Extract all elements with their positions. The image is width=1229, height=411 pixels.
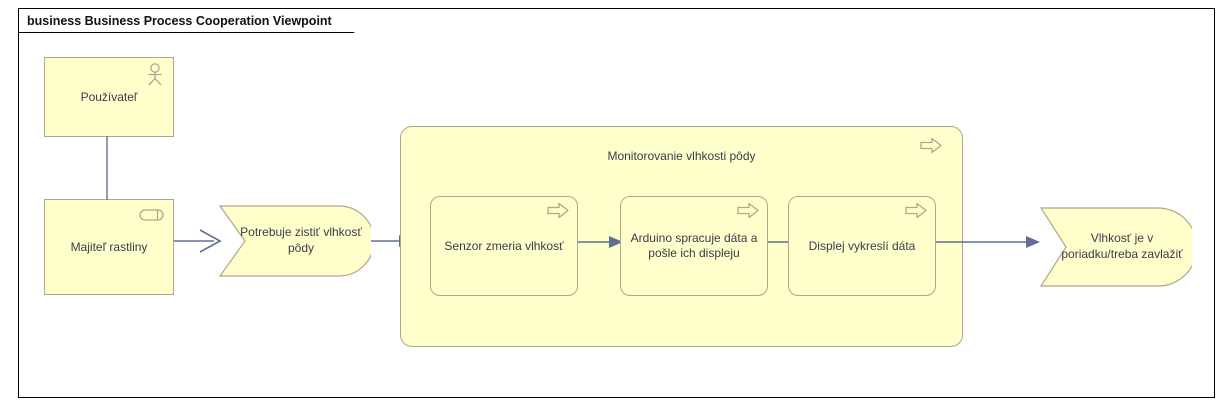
event-shape	[219, 205, 371, 277]
business-role-label: Majiteľ rastliny	[70, 239, 148, 254]
viewpoint-frame	[18, 8, 1215, 398]
connector-senzor-to-arduino	[578, 236, 623, 248]
business-event-start[interactable]: Potrebuje zistiť vlhkosť pôdy	[219, 205, 371, 277]
business-process-icon	[737, 202, 759, 219]
business-process-icon	[905, 202, 927, 219]
viewpoint-title-label: business Business Process Cooperation Vi…	[27, 13, 332, 28]
business-actor-icon	[145, 63, 165, 87]
connector-assignment-actor-to-role	[106, 136, 108, 200]
business-process-arduino-label: Arduino spracuje dáta a pošle ich disple…	[630, 231, 758, 260]
business-actor-pouzivatel[interactable]: Používateľ	[44, 57, 174, 137]
business-process-displej[interactable]: Displej vykreslí dáta	[788, 196, 936, 296]
business-process-displej-label: Displej vykreslí dáta	[808, 238, 916, 253]
business-process-icon	[920, 137, 942, 154]
business-event-end[interactable]: Vlhkosť je v poriadku/treba zavlažiť	[1040, 207, 1192, 287]
connector-displej-to-end-event	[936, 236, 1040, 248]
business-role-majitel-rastliny[interactable]: Majiteľ rastliny	[44, 199, 174, 295]
business-process-arduino[interactable]: Arduino spracuje dáta a pošle ich disple…	[620, 196, 768, 296]
event-shape	[1040, 207, 1192, 287]
business-event-start-label: Potrebuje zistiť vlhkosť pôdy	[240, 225, 362, 255]
business-event-end-label: Vlhkosť je v poriadku/treba zavlažiť	[1061, 231, 1183, 261]
business-process-container-label: Monitorovanie vlhkosti pôdy	[607, 149, 756, 163]
business-role-icon	[139, 207, 165, 223]
connector-role-to-start-event	[174, 229, 222, 253]
business-process-senzor[interactable]: Senzor zmeria vlhkosť	[430, 196, 578, 296]
business-actor-label: Používateľ	[80, 89, 138, 104]
business-process-senzor-label: Senzor zmeria vlhkosť	[444, 238, 564, 253]
business-process-icon	[547, 202, 569, 219]
viewpoint-title-tab: business Business Process Cooperation Vi…	[18, 8, 355, 33]
